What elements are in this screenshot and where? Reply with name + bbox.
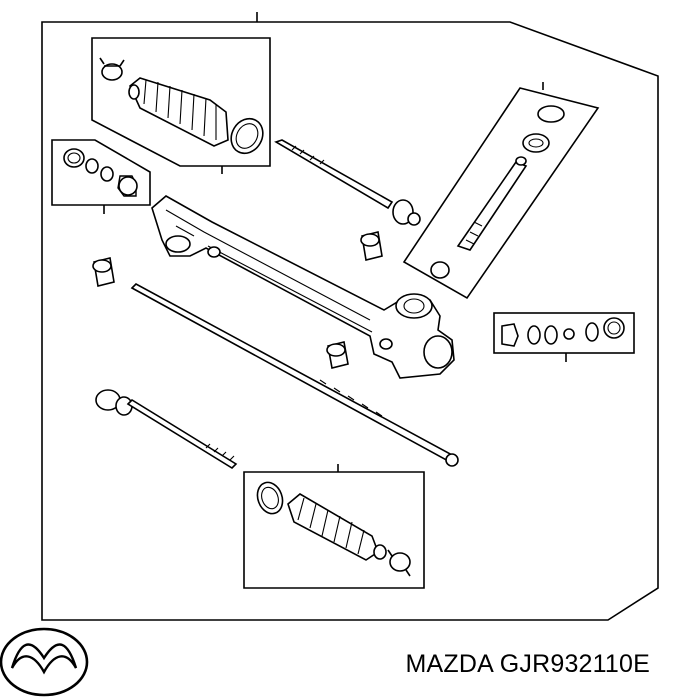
lower-tie-rod-icon: [95, 389, 238, 470]
part-caption: MAZDA GJR932110E: [405, 650, 650, 679]
right-seal-kit: [493, 312, 635, 362]
left-seal-kit: [51, 139, 151, 214]
pinion-kit: [402, 82, 600, 300]
assembly-frame: [41, 12, 659, 621]
upper-boot-clamp-icon: [99, 57, 125, 81]
upper-boot-ring-icon: [230, 117, 264, 155]
upper-boot-kit: [91, 37, 271, 174]
part-number: GJR932110E: [499, 650, 650, 678]
upper-boot-bellows-icon: [128, 77, 229, 147]
brand-name: MAZDA: [405, 650, 493, 678]
upper-tie-rod-icon: [274, 139, 421, 226]
mazda-logo: [0, 627, 89, 697]
bushing-icon: [92, 231, 383, 369]
rack-bar-icon: [130, 283, 459, 467]
gear-housing-icon: [151, 195, 455, 379]
lower-boot-kit: [243, 464, 425, 589]
